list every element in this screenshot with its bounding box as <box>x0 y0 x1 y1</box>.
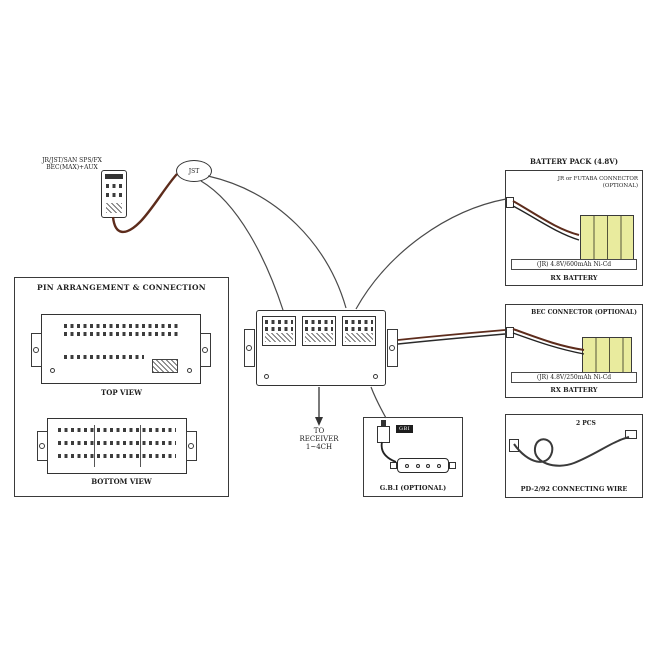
bottom-view-right-ear <box>186 431 197 461</box>
servo-plug-pins-row2 <box>106 193 122 197</box>
connecting-wire-title: PD-2/92 CONNECTING WIRE <box>520 485 628 494</box>
receiver-line2: RECEIVER <box>299 435 339 443</box>
block2-pins-row1 <box>305 320 333 324</box>
decoder-screw-right <box>373 374 378 379</box>
bottom-view-separator1 <box>94 425 95 467</box>
bottom-view-left-hole <box>39 443 45 449</box>
wire-count-label: 2 PCS <box>576 420 596 427</box>
block1-pins-row2 <box>265 327 293 331</box>
bec-panel: BEC CONNECTOR (OPTIONAL) (JR) 4.8V/250mA… <box>505 304 643 398</box>
battery-pack-panel: JR or FUTABA CONNECTOR (OPTIONAL) (JR) 4… <box>505 170 643 286</box>
top-view-right-ear <box>200 333 211 367</box>
din-pin-3 <box>426 463 431 468</box>
servo-plug-pins-row1 <box>106 184 122 188</box>
din-pin-4 <box>437 463 442 468</box>
servo-plug-cap <box>105 174 123 179</box>
receiver-line1: TO <box>313 427 325 435</box>
decoder-connector-block1 <box>262 316 296 346</box>
gbi-din-connector <box>397 458 449 473</box>
top-view-screw-right <box>187 368 192 373</box>
battery-type-label: RX BATTERY <box>550 274 598 283</box>
servo-connector-label: JR/JST/SAN SPS/FX BEC(MAX)+AUX <box>30 157 114 171</box>
decoder-right-hole <box>389 345 395 351</box>
receiver-label: TO RECEIVER 1~4CH <box>289 427 349 451</box>
servo-label-line1: JR/JST/SAN SPS/FX <box>42 157 102 164</box>
decoder-connector-block2 <box>302 316 336 346</box>
receiver-arrow-head <box>315 417 323 426</box>
gbi-panel: GBI G.B.I (OPTIONAL) <box>363 417 463 497</box>
gbi-title: G.B.I (OPTIONAL) <box>379 484 447 493</box>
gbi-din-tab-left <box>390 462 397 469</box>
jst-callout-label: JST <box>188 167 200 175</box>
block3-hatch <box>345 333 373 342</box>
bottom-view-pin-row2 <box>58 441 176 445</box>
decoder-left-hole <box>246 345 252 351</box>
decoder-to-bec-wire-black <box>397 333 506 345</box>
din-pin-1 <box>404 463 409 468</box>
top-view-pin-row2 <box>64 332 178 336</box>
bottom-view-right-hole <box>188 443 194 449</box>
bottom-view-pin-row1 <box>58 428 176 432</box>
block1-hatch <box>265 333 293 342</box>
bec-spec: (JR) 4.8V/250mAh Ni-Cd <box>511 372 637 383</box>
bec-plug-end <box>506 327 514 338</box>
servo-plug <box>101 170 127 218</box>
gbi-din-tab-right <box>449 462 456 469</box>
gbi-chip-label: GBI <box>396 425 414 433</box>
bottom-view-left-ear <box>37 431 48 461</box>
top-view-right-hole <box>202 347 208 353</box>
receiver-line3: 1~4CH <box>305 443 333 451</box>
bottom-view-label: BOTTOM VIEW <box>91 477 152 486</box>
jst-callout-oval: JST <box>176 160 212 182</box>
block3-pins-row2 <box>345 327 373 331</box>
block2-pins-row2 <box>305 327 333 331</box>
decoder-body <box>256 310 386 386</box>
bec-type-label: RX BATTERY <box>550 386 598 395</box>
bottom-view-pin-row3 <box>58 454 176 458</box>
decoder-to-battery-wire <box>355 198 507 310</box>
battery-pack-title: BATTERY PACK (4.8V) <box>529 157 619 166</box>
decoder-to-gbi-wire <box>370 386 387 419</box>
decoder-left-ear <box>244 329 255 367</box>
battery-cells-4 <box>580 215 634 261</box>
din-pin-2 <box>415 463 420 468</box>
gbi-switch-stem <box>381 420 386 426</box>
servo-label-line2: BEC(MAX)+AUX <box>46 164 98 172</box>
top-view-drawing <box>31 314 211 384</box>
top-view-left-ear <box>31 333 42 367</box>
top-view-label: TOP VIEW <box>101 388 142 397</box>
bottom-view-separator2 <box>140 425 141 467</box>
decoder-unit <box>244 310 398 386</box>
top-view-component-hatch <box>152 359 178 373</box>
bottom-view-drawing <box>37 418 197 474</box>
gbi-switch <box>377 426 390 443</box>
wire-connector-left <box>509 439 519 452</box>
servo-plug-hatch <box>106 203 122 213</box>
connecting-wire-panel: 2 PCS PD-2/92 CONNECTING WIRE <box>505 414 643 498</box>
bec-battery-cells <box>582 337 632 375</box>
block2-hatch <box>305 333 333 342</box>
pin-arrangement-panel: PIN ARRANGEMENT & CONNECTION TOP VIEW BO… <box>14 277 229 497</box>
block1-pins-row1 <box>265 320 293 324</box>
pin-panel-title: PIN ARRANGEMENT & CONNECTION <box>37 283 206 292</box>
battery-connector-note-line1: JR or FUTABA CONNECTOR <box>557 176 638 182</box>
decoder-to-bec-wire-red <box>397 329 506 341</box>
battery-plug-end <box>506 197 514 208</box>
top-view-pin-row1 <box>64 324 178 328</box>
top-view-pin-row3 <box>64 355 144 359</box>
block3-pins-row1 <box>345 320 373 324</box>
decoder-connector-block3 <box>342 316 376 346</box>
battery-connector-note: JR or FUTABA CONNECTOR (OPTIONAL) <box>558 176 638 189</box>
decoder-screw-left <box>264 374 269 379</box>
decoder-right-ear <box>387 329 398 367</box>
top-view-left-hole <box>33 347 39 353</box>
wire-connector-right <box>625 430 637 439</box>
battery-spec: (JR) 4.8V/600mAh Ni-Cd <box>511 259 637 270</box>
bec-title: BEC CONNECTOR (OPTIONAL) <box>531 309 637 316</box>
top-view-screw-left <box>50 368 55 373</box>
battery-connector-note-line2: (OPTIONAL) <box>602 182 638 189</box>
